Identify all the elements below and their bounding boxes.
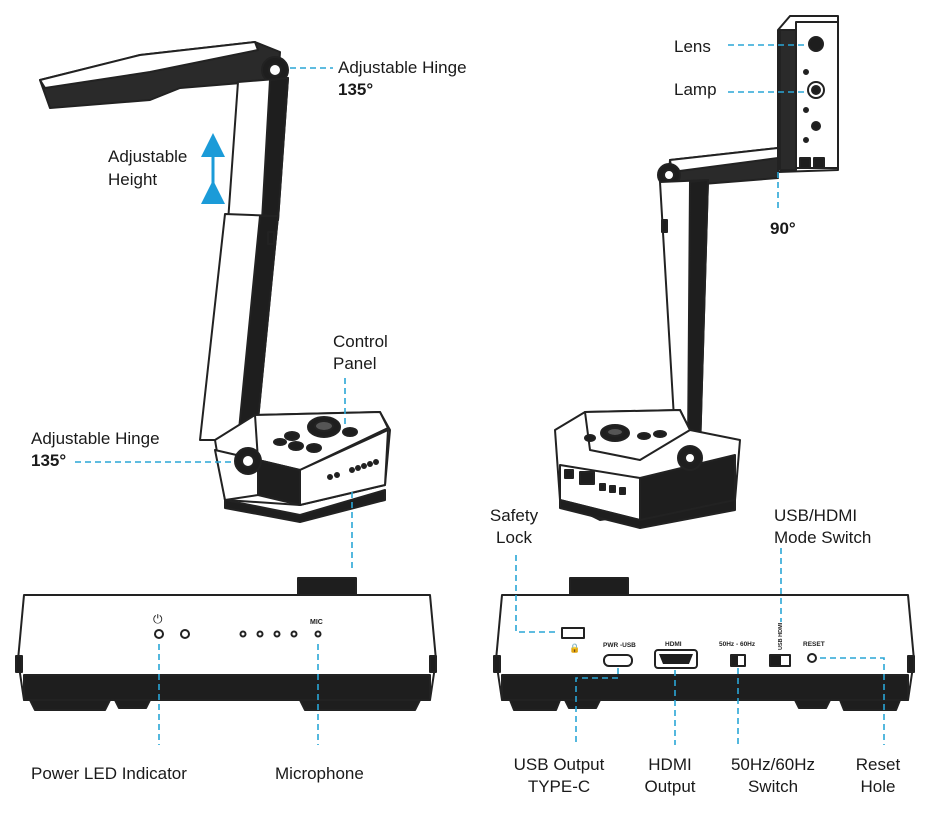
hz-switch-label-line2: Switch [747, 777, 799, 796]
safety-lock-slot [561, 627, 585, 639]
reset-mark: RESET [803, 641, 825, 648]
rear-panel-right [493, 577, 915, 711]
hz-switch-label-line1: 50Hz/60Hz [730, 755, 816, 774]
hinge-bottom-angle: 135° [31, 451, 67, 470]
reset-hole [807, 653, 817, 663]
head-angle-label: 90° [770, 219, 796, 238]
lock-symbol: 🔒 [569, 643, 580, 653]
hdmi-output-label-line1: HDMI [648, 755, 692, 774]
height-label-line2: Height [108, 170, 158, 189]
lens-label: Lens [674, 37, 711, 56]
reset-hole-label-line1: Reset [855, 755, 901, 774]
lens-dot [808, 36, 824, 52]
usb-output-label-line1: USB Output [513, 755, 605, 774]
reset-hole-label-line2: Hole [860, 777, 896, 796]
mode-switch-label-line2: Mode Switch [774, 528, 872, 547]
usb-c-port [603, 654, 633, 667]
safety-lock-label-line2: Lock [496, 528, 532, 547]
height-label-line1: Adjustable [108, 147, 188, 166]
safety-lock-label-line1: Safety [489, 506, 539, 525]
pwr-usb-mark: PWR -USB [603, 642, 636, 649]
hinge-bottom-label: Adjustable Hinge [31, 429, 160, 448]
mic-mark: MIC [310, 619, 323, 626]
callout-safety-lock [515, 555, 558, 633]
right-camera [554, 15, 839, 529]
callout-usb-output [575, 668, 619, 745]
left-camera [39, 41, 391, 523]
callout-reset [820, 657, 885, 745]
control-panel-label-line1: Control [333, 332, 388, 351]
usb-hdmi-mark: USB HDMI [778, 622, 784, 650]
hz-mark: 50Hz - 60Hz [719, 641, 756, 648]
power-symbol: ⏻ [153, 612, 163, 626]
lamp-label: Lamp [674, 80, 717, 99]
mode-switch-label-line1: USB/HDMI [774, 506, 858, 525]
microphone-label: Microphone [275, 764, 364, 783]
usb-output-label-line2: TYPE-C [527, 777, 591, 796]
hinge-top-angle: 135° [338, 80, 374, 99]
hinge-top-label: Adjustable Hinge [338, 58, 467, 77]
front-panel-left [15, 577, 437, 711]
control-panel-label-line2: Panel [333, 354, 377, 373]
power-led-label: Power LED Indicator [31, 764, 187, 783]
hdmi-output-label-line2: Output [644, 777, 696, 796]
callout-lines [75, 44, 885, 745]
hdmi-mark: HDMI [665, 641, 682, 648]
